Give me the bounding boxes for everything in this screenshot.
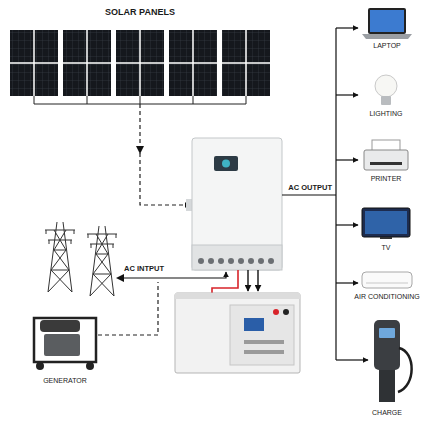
inverter-body: [192, 138, 282, 270]
device-label: PRINTER: [371, 175, 402, 183]
device-label: AIR CONDITIONING: [354, 293, 419, 301]
device-label: LAPTOP: [373, 42, 401, 50]
device-caption: TV: [382, 244, 391, 252]
battery-wire: [257, 270, 258, 291]
inverter-port: [186, 199, 192, 211]
air-conditioner-icon: [362, 272, 412, 288]
inverter-terminals: [198, 258, 274, 264]
arrow-head: [116, 274, 124, 282]
device-label: LIGHTING: [369, 110, 402, 118]
power-tower: [45, 222, 75, 292]
device-caption: LIGHTING: [369, 110, 402, 118]
device-caption: SOLAR PANELS: [105, 8, 175, 18]
battery-pack: [175, 293, 300, 373]
inverter-terminal-panel: [192, 245, 282, 270]
tv-icon: [362, 208, 410, 239]
dc-negative-wire: [247, 270, 248, 291]
dc-wire: [140, 104, 190, 205]
flow-label: AC OUTPUT: [288, 184, 332, 192]
panel-divider: [10, 30, 270, 96]
laptop-icon: [362, 8, 412, 39]
inverter-indicator: [222, 160, 230, 168]
bulb-icon: [375, 75, 397, 105]
panel-bracket: [34, 96, 246, 104]
device-label: GENERATOR: [43, 377, 87, 385]
inverter: [186, 138, 282, 270]
device-label: TV: [382, 244, 391, 252]
device-caption: CHARGE: [372, 409, 402, 417]
printer-icon: [364, 140, 408, 170]
arrow-head: [136, 146, 144, 154]
flow-label: AC INTPUT: [124, 265, 164, 273]
device-caption: LAPTOP: [373, 42, 401, 50]
dc-positive-wire: [212, 270, 238, 293]
device-caption: PRINTER: [371, 175, 402, 183]
generator-icon: [34, 318, 96, 370]
device-caption: GENERATOR: [43, 377, 87, 385]
solar-panel-array: [10, 30, 270, 96]
device-label: SOLAR PANELS: [105, 8, 175, 18]
device-caption: AIR CONDITIONING: [354, 293, 419, 301]
ev-charger-icon: [374, 320, 412, 402]
power-tower: [87, 226, 117, 296]
generator-wire: [98, 282, 158, 335]
output-branches: [336, 28, 368, 360]
inverter-display: [214, 156, 238, 171]
device-label: CHARGE: [372, 409, 402, 417]
